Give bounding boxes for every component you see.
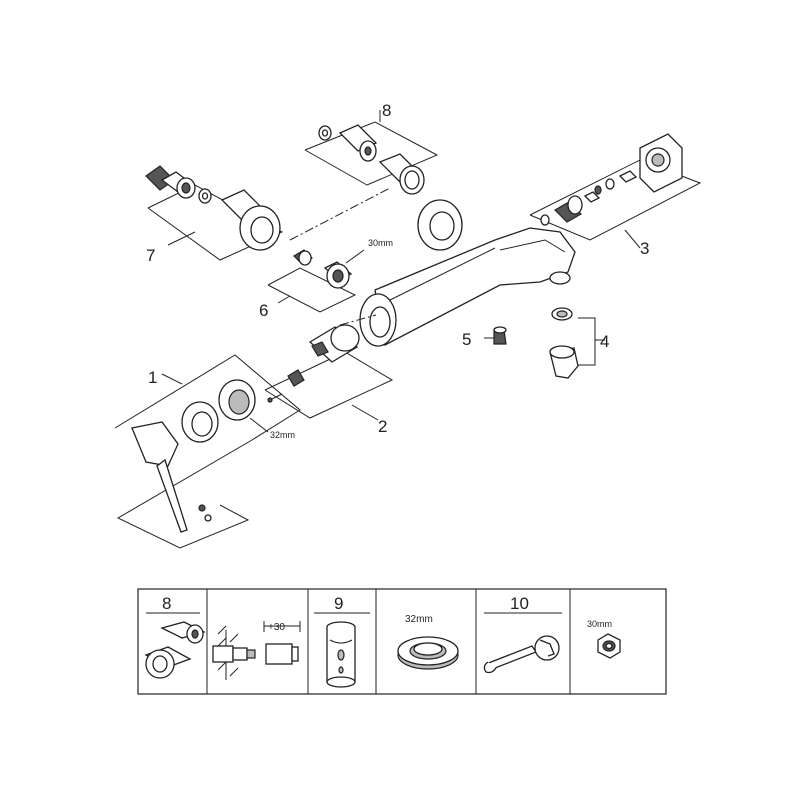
group-2-cartridge: 2 xyxy=(264,324,394,436)
callout-6: 6 xyxy=(259,301,268,320)
group-1-lever-handle: 1 32mm xyxy=(114,354,301,549)
accessory-cell-32mm: 32mm xyxy=(397,614,459,670)
callout-3: 3 xyxy=(640,239,649,258)
accessory-cell-extension: +30 xyxy=(212,621,301,680)
callout-1: 1 xyxy=(148,368,157,387)
dimension-32mm: 32mm xyxy=(270,430,295,440)
group-5-flow-insert: 5 xyxy=(462,326,507,349)
accessory-cell-8: 8 xyxy=(144,594,206,679)
accessory-label-10: 10 xyxy=(510,594,529,613)
dimension-30mm: 30mm xyxy=(368,238,393,248)
group-8-extension-set: 8 xyxy=(304,101,439,195)
group-6-nut: 6 30mm xyxy=(259,238,393,320)
accessory-dim-plus30: +30 xyxy=(268,622,285,633)
accessory-table: 8 +30 xyxy=(137,588,667,695)
accessory-label-8: 8 xyxy=(162,594,171,613)
group-4-aerator: 4 xyxy=(549,307,609,379)
group-3-right-union: 3 xyxy=(529,133,702,258)
group-7-s-union: 7 xyxy=(145,165,284,265)
accessory-dim-30mm: 30mm xyxy=(587,619,612,629)
accessory-cell-30mm: 30mm xyxy=(587,619,621,659)
accessory-dim-32mm: 32mm xyxy=(405,614,433,625)
callout-7: 7 xyxy=(146,246,155,265)
callout-2: 2 xyxy=(378,417,387,436)
accessory-label-9: 9 xyxy=(334,594,343,613)
accessory-cell-9: 9 xyxy=(314,594,370,688)
callout-8: 8 xyxy=(382,101,391,120)
callout-4: 4 xyxy=(600,332,609,351)
callout-5: 5 xyxy=(462,330,471,349)
accessory-cell-10: 10 xyxy=(483,594,562,674)
mixer-body xyxy=(339,199,576,347)
